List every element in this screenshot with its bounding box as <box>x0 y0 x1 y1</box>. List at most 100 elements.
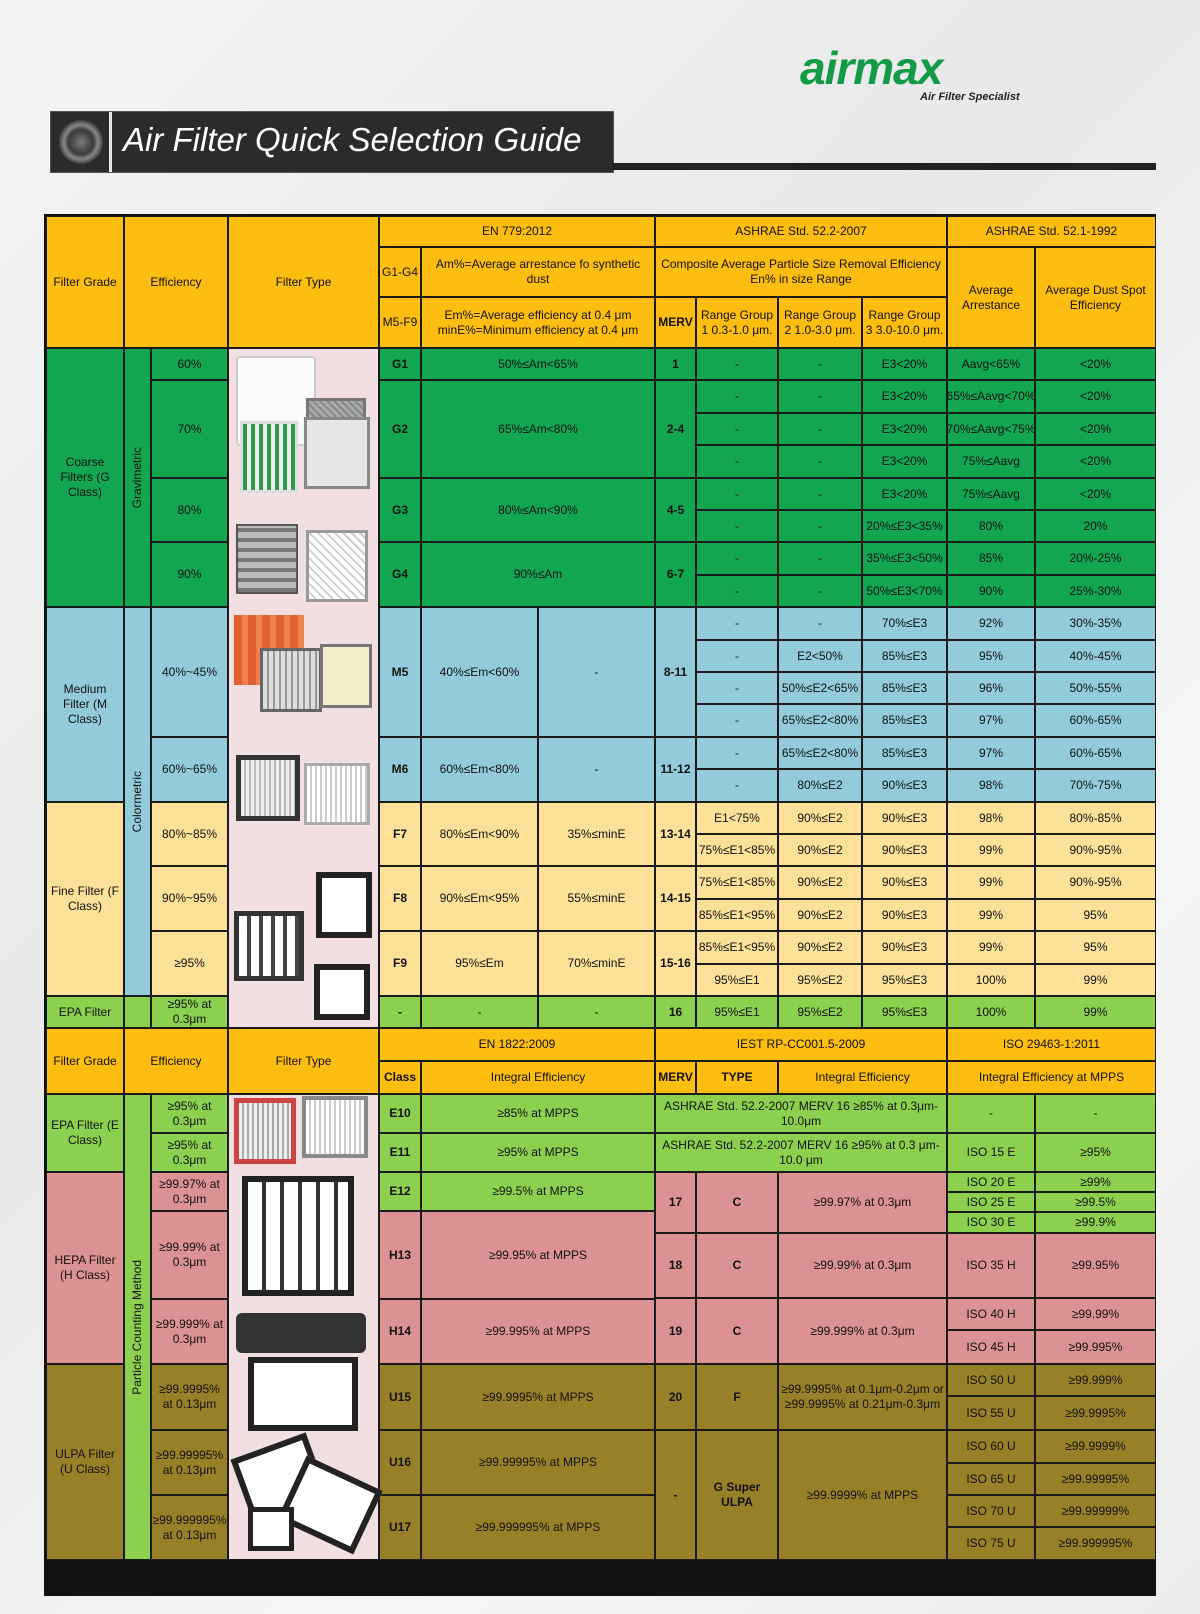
range-cell: <20% <box>1035 413 1156 445</box>
range-cell: 95% <box>1035 931 1156 964</box>
range-cell: 60%-65% <box>1035 704 1156 737</box>
iso-efficiency: ≥99.995% <box>1035 1330 1156 1364</box>
std-iso: ISO 29463-1:2011 <box>947 1028 1156 1061</box>
range-cell: 90%≤E3 <box>862 899 947 931</box>
range-cell: 75%≤E1<85% <box>696 834 778 866</box>
range-cell: 85%≤E1<95% <box>696 899 778 931</box>
hdr-merv: MERV <box>655 297 696 348</box>
range-cell: 90%≤E3 <box>862 834 947 866</box>
merv-value: 13-14 <box>655 802 696 866</box>
arrestance-range: 90%≤Am <box>421 542 655 607</box>
iest-merv: 17 <box>655 1172 696 1233</box>
fine-filter-label: Fine Filter (F Class) <box>46 802 124 996</box>
ulpa-small-panel-icon <box>248 1507 294 1551</box>
iso-class: ISO 60 U <box>947 1430 1035 1463</box>
en1822-efficiency: ≥99.995% at MPPS <box>421 1299 655 1364</box>
iso-efficiency: ≥99.999995% <box>1035 1527 1156 1560</box>
range-cell: E1<75% <box>696 802 778 834</box>
min-efficiency: - <box>538 737 655 802</box>
range-cell: - <box>696 445 778 478</box>
iso-efficiency: - <box>1035 1094 1156 1133</box>
en1822-class: H13 <box>379 1211 421 1299</box>
range-cell: 85%≤E3 <box>862 640 947 672</box>
range-cell: 100% <box>947 964 1035 996</box>
hdr-am: Am%=Average arrestance fo synthetic dust <box>421 247 655 297</box>
en1822-efficiency: ≥99.95% at MPPS <box>421 1211 655 1299</box>
merv-value: 6-7 <box>655 542 696 607</box>
avg-efficiency: 40%≤Em<60% <box>421 607 538 737</box>
efficiency-value: ≥95% <box>151 931 228 996</box>
range-cell: 90%≤E3 <box>862 866 947 899</box>
efficiency-value: 60% <box>151 348 228 380</box>
range-cell: 70%-75% <box>1035 769 1156 802</box>
hdr-m5f9: M5-F9 <box>379 297 421 348</box>
range-cell: 90%-95% <box>1035 834 1156 866</box>
range-cell: 90%≤E3 <box>862 802 947 834</box>
hdr-type: TYPE <box>696 1061 778 1094</box>
en1822-efficiency: ≥99.999995% at MPPS <box>421 1495 655 1560</box>
iso-class: ISO 75 U <box>947 1527 1035 1560</box>
range-cell: E3<20% <box>862 413 947 445</box>
range-cell: E3<20% <box>862 478 947 510</box>
range-cell: - <box>778 348 862 380</box>
particle-counting-label: Particle Counting Method <box>124 1094 151 1560</box>
iso-class: ISO 45 H <box>947 1330 1035 1364</box>
min-efficiency: 55%≤minE <box>538 866 655 931</box>
efficiency2-value: ≥99.9995% at 0.13μm <box>151 1364 228 1430</box>
range-cell: 25%-30% <box>1035 575 1156 607</box>
range-cell: 97% <box>947 737 1035 769</box>
iest-type: G Super ULPA <box>696 1430 778 1560</box>
hdr2-merv: MERV <box>655 1061 696 1094</box>
iso-efficiency: ≥99.5% <box>1035 1192 1156 1212</box>
gravimetric-label-text: Gravimetric <box>130 446 144 509</box>
iso-class: ISO 65 U <box>947 1463 1035 1495</box>
en1822-class: U16 <box>379 1430 421 1495</box>
range-cell: - <box>696 380 778 413</box>
efficiency2-value: ≥99.999995% at 0.13μm <box>151 1495 228 1560</box>
en1822-efficiency: ≥99.9995% at MPPS <box>421 1364 655 1430</box>
range-cell: 90%≤E2 <box>778 899 862 931</box>
iso-class: ISO 35 H <box>947 1233 1035 1298</box>
col2-filter-type: Filter Type <box>228 1028 379 1094</box>
range-cell: E3<20% <box>862 380 947 413</box>
class-code: F9 <box>379 931 421 996</box>
range-cell: 20%≤E3<35% <box>862 510 947 542</box>
col-filter-grade: Filter Grade <box>46 216 124 348</box>
box-filter-icon <box>260 648 322 712</box>
range-cell: 95%≤E1 <box>696 964 778 996</box>
range-cell: 95%≤E2 <box>778 996 862 1028</box>
arrestance-range: 65%≤Am<80% <box>421 380 655 478</box>
merv-value: 1 <box>655 348 696 380</box>
range-cell: 50%-55% <box>1035 672 1156 704</box>
min-efficiency: - <box>538 996 655 1028</box>
merv-value: 15-16 <box>655 931 696 996</box>
std-iest: IEST RP-CC001.5-2009 <box>655 1028 947 1061</box>
avg-efficiency: 60%≤Em<80% <box>421 737 538 802</box>
hepa-class-label: HEPA Filter (H Class) <box>46 1172 124 1364</box>
range-cell: - <box>778 607 862 640</box>
hepa-box-icon <box>236 755 300 821</box>
iso-class: ISO 40 H <box>947 1298 1035 1330</box>
range-cell: 20%-25% <box>1035 542 1156 575</box>
hdr-class: Class <box>379 1061 421 1094</box>
range-cell: 90%≤E2 <box>778 866 862 899</box>
range-cell: 85%≤E1<95% <box>696 931 778 964</box>
hdr-rg3: Range Group 3 3.0-10.0 μm. <box>862 297 947 348</box>
v-bank-front-icon <box>234 911 304 981</box>
range-cell: E2<50% <box>778 640 862 672</box>
range-cell: - <box>778 542 862 575</box>
iest-merv: - <box>655 1430 696 1560</box>
range-cell: 95%≤E2 <box>778 964 862 996</box>
class-code: G3 <box>379 478 421 542</box>
range-cell: 90%≤E2 <box>778 931 862 964</box>
ashrae-e11-note: ASHRAE Std. 52.2-2007 MERV 16 ≥95% at 0.… <box>655 1133 947 1172</box>
iso-efficiency: ≥99.9999% <box>1035 1430 1156 1463</box>
iso-class: ISO 70 U <box>947 1495 1035 1527</box>
en1822-class: H14 <box>379 1299 421 1364</box>
efficiency2-value: ≥99.999% at 0.3μm <box>151 1299 228 1364</box>
range-cell: - <box>778 413 862 445</box>
range-cell: 65%≤Aavg<70% <box>947 380 1035 413</box>
std-ashrae521: ASHRAE Std. 52.1-1992 <box>947 216 1156 247</box>
hdr-integral2: Integral Efficiency <box>778 1061 947 1094</box>
iso-class: ISO 20 E <box>947 1172 1035 1192</box>
